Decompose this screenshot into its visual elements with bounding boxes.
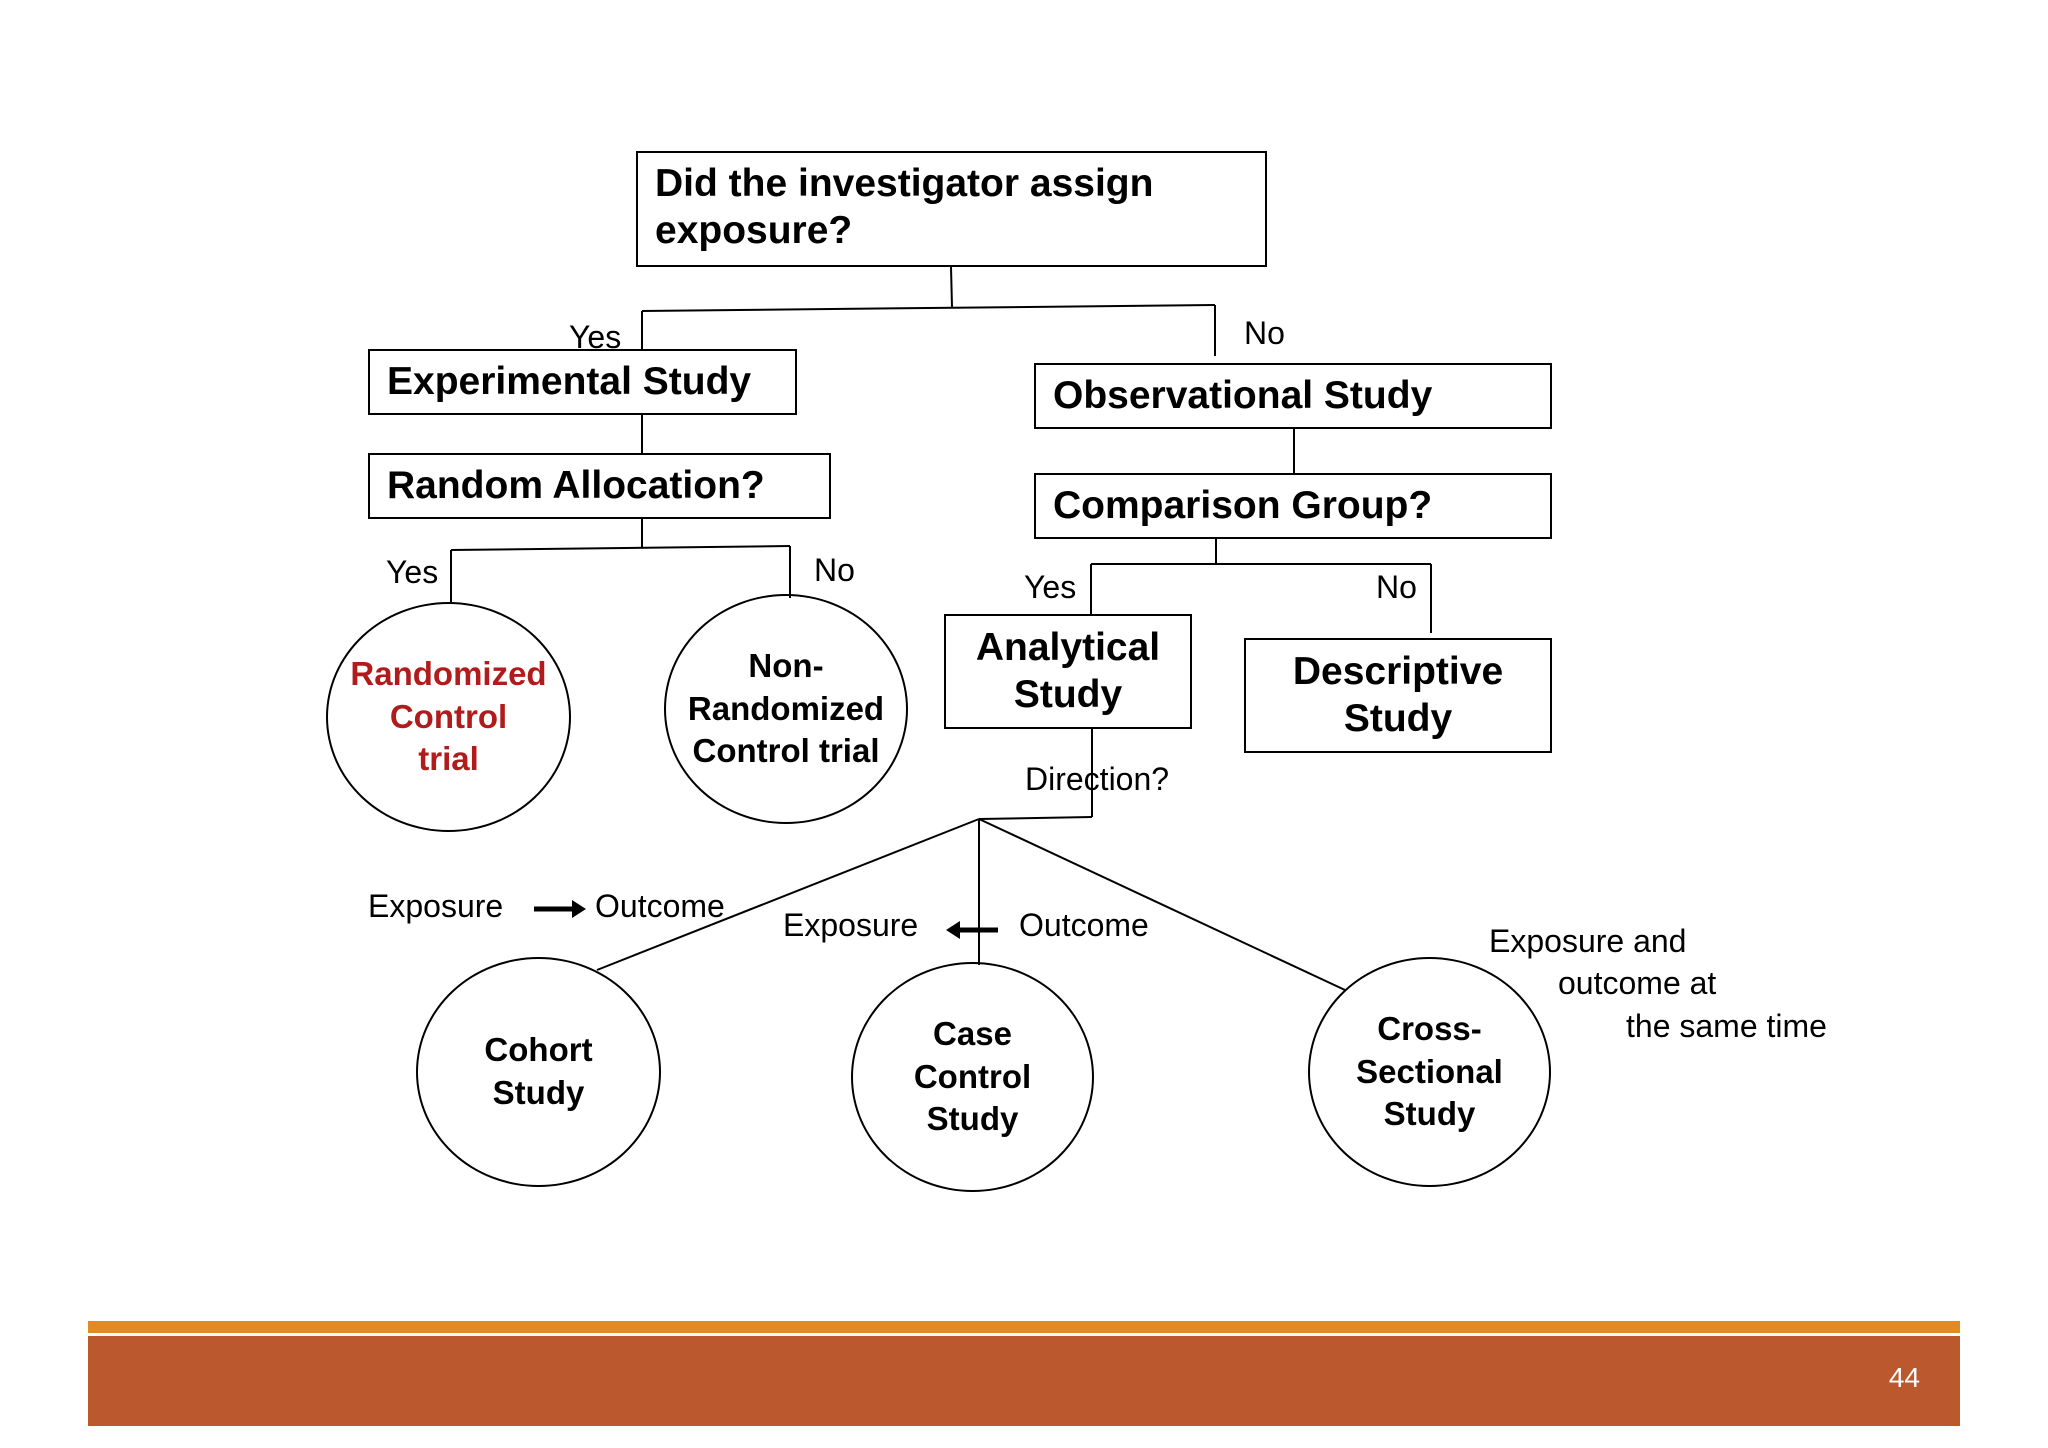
observational-study-text: Observational Study bbox=[1053, 373, 1433, 417]
connector-line bbox=[641, 304, 1216, 312]
root-question-text: Did the investigator assign exposure? bbox=[655, 162, 1154, 252]
root-question-box: Did the investigator assign exposure? bbox=[636, 151, 1267, 267]
cohort-study-circle: Cohort Study bbox=[416, 957, 661, 1187]
cross-sectional-study-text: Cross- Sectional Study bbox=[1356, 1009, 1503, 1133]
non-randomized-control-trial-circle: Non- Randomized Control trial bbox=[664, 594, 908, 824]
same-time-label-line2: outcome at bbox=[1558, 965, 1717, 1001]
connector-line bbox=[950, 266, 953, 308]
no-label-non-randomized: No bbox=[814, 552, 855, 588]
experimental-study-box: Experimental Study bbox=[368, 349, 797, 415]
yes-label-randomized: Yes bbox=[386, 554, 439, 590]
experimental-study-text: Experimental Study bbox=[387, 359, 752, 403]
same-time-label-line3: the same time bbox=[1626, 1008, 1827, 1044]
cohort-study-text: Cohort Study bbox=[484, 1031, 593, 1111]
outcome-to-exposure-arrowhead bbox=[946, 921, 960, 939]
same-time-label-line1: Exposure and bbox=[1489, 923, 1687, 959]
analytical-study-text: Analytical Study bbox=[975, 625, 1161, 716]
connector-line bbox=[450, 545, 791, 551]
cross-sectional-study-circle: Cross- Sectional Study bbox=[1308, 957, 1551, 1187]
comparison-group-text: Comparison Group? bbox=[1053, 483, 1433, 527]
descriptive-study-text: Descriptive Study bbox=[1292, 649, 1504, 740]
analytical-study-box: Analytical Study bbox=[944, 614, 1192, 729]
cohort-exposure-label: Exposure bbox=[368, 888, 504, 924]
case-control-outcome-label: Outcome bbox=[1019, 907, 1149, 943]
comparison-group-box: Comparison Group? bbox=[1034, 473, 1552, 539]
no-label-observational: No bbox=[1244, 315, 1285, 351]
footer-bar: 44 bbox=[88, 1336, 1960, 1426]
case-control-study-text: Case Control Study bbox=[913, 1014, 1032, 1138]
observational-study-box: Observational Study bbox=[1034, 363, 1552, 429]
randomized-control-trial-circle: Randomized Control trial bbox=[326, 602, 571, 832]
connector-line bbox=[978, 816, 1093, 820]
exposure-to-outcome-arrowhead bbox=[572, 900, 586, 918]
connector-line bbox=[978, 818, 1346, 991]
random-allocation-box: Random Allocation? bbox=[368, 453, 831, 519]
case-control-study-circle: Case Control Study bbox=[851, 962, 1094, 1192]
connector-line bbox=[596, 818, 980, 971]
non-randomized-control-trial-text: Non- Randomized Control trial bbox=[687, 646, 885, 770]
yes-label-analytical: Yes bbox=[1024, 569, 1077, 605]
footer-accent-bar bbox=[88, 1321, 1960, 1333]
descriptive-study-box: Descriptive Study bbox=[1244, 638, 1552, 753]
case-control-exposure-label: Exposure bbox=[783, 907, 919, 943]
yes-label-experimental: Yes bbox=[569, 319, 622, 355]
no-label-descriptive: No bbox=[1376, 569, 1417, 605]
direction-label: Direction? bbox=[1025, 761, 1170, 797]
page-number: 44 bbox=[1888, 1362, 1920, 1393]
random-allocation-text: Random Allocation? bbox=[387, 463, 765, 507]
randomized-control-trial-text: Randomized Control trial bbox=[350, 654, 547, 778]
cohort-outcome-label: Outcome bbox=[595, 888, 725, 924]
